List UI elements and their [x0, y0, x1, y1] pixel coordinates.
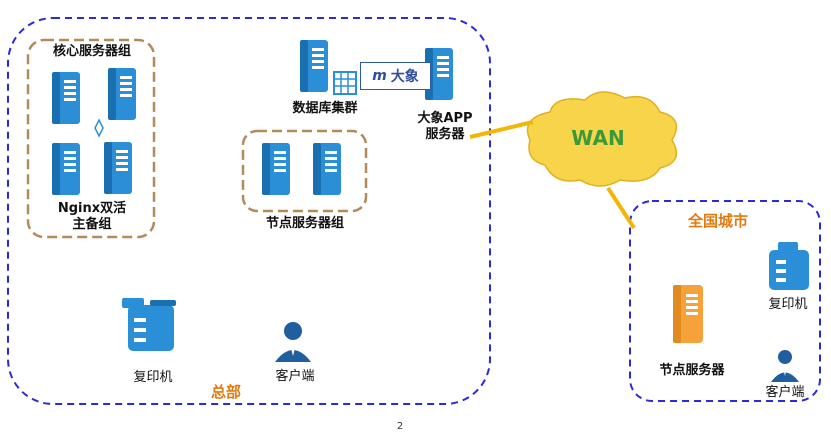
- node-server-group-box: [241, 129, 368, 213]
- node-server-group-label: 节点服务器组: [265, 216, 344, 231]
- logo-text: 大象: [390, 69, 419, 85]
- node-server-icon: [313, 143, 341, 195]
- city-region: [629, 200, 821, 402]
- core-server-icon: [108, 68, 136, 120]
- client-label: 客户端: [275, 369, 315, 384]
- node-server-icon: [262, 143, 290, 195]
- failover-arrow-icon: [94, 118, 104, 138]
- client-user-icon: [275, 322, 311, 362]
- wan-city-link: [606, 186, 636, 230]
- city-node-server-label: 节点服务器: [659, 363, 725, 378]
- headquarters-region: [7, 17, 491, 405]
- database-cluster-label: 数据库集群: [292, 101, 358, 116]
- wan-label: WAN: [571, 126, 625, 150]
- headquarters-label: 总部: [210, 383, 241, 401]
- city-client-label: 客户端: [765, 385, 805, 400]
- city-client-user-icon: [771, 350, 799, 382]
- wan-cloud-icon: [526, 91, 678, 187]
- hq-wan-link: [469, 120, 534, 139]
- copier-label: 复印机: [133, 370, 173, 385]
- database-server-icon: [300, 40, 357, 95]
- city-copier-label: 复印机: [768, 297, 808, 312]
- page-number: 2: [396, 421, 404, 432]
- copier-icon: [122, 298, 176, 351]
- app-server-label: 大象APP 服务器: [417, 111, 473, 142]
- city-label: 全国城市: [687, 212, 748, 230]
- core-server-group-title: 核心服务器组: [52, 44, 131, 59]
- core-server-group-box: [26, 38, 156, 239]
- city-node-server-icon: [673, 285, 703, 343]
- core-server-icon: [104, 142, 132, 194]
- core-server-icon: [52, 143, 80, 195]
- nginx-group-caption: Nginx双活 主备组: [57, 201, 127, 232]
- logo-mark-icon: m: [372, 68, 387, 84]
- dx-logo: m 大象: [360, 62, 431, 90]
- core-server-icon: [52, 72, 80, 124]
- city-copier-icon: [769, 242, 809, 290]
